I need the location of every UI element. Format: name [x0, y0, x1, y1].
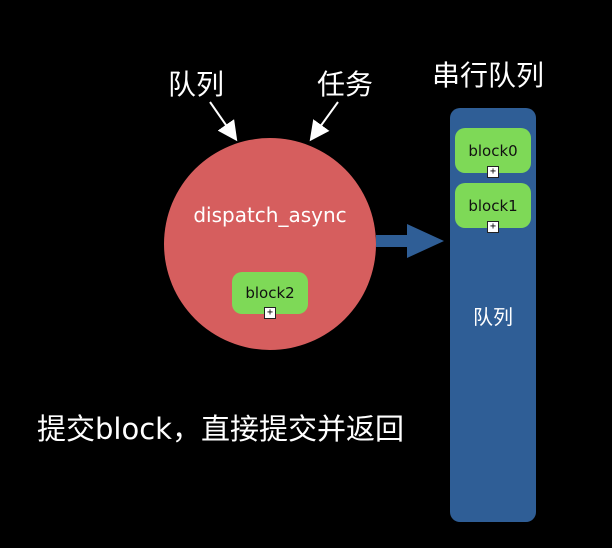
block2-label: block2	[245, 284, 295, 302]
serial-queue-label: 串行队列	[432, 59, 545, 92]
block0-label: block0	[468, 141, 518, 160]
task-label: 任务	[317, 68, 374, 101]
dispatch-async-circle: dispatch_async block2 +	[164, 138, 376, 350]
plus-box-icon[interactable]: +	[487, 221, 499, 233]
plus-box-icon[interactable]: +	[264, 307, 276, 319]
submit-arrow	[376, 224, 444, 258]
serial-queue-column: block0 + block1 + 队列	[450, 108, 536, 522]
caption: 提交block，直接提交并返回	[37, 412, 404, 446]
queue-column-label: 队列	[473, 305, 513, 329]
dispatch-async-title: dispatch_async	[193, 203, 347, 227]
queue-label: 队列	[168, 68, 225, 101]
queue-pointer-arrow	[209, 101, 238, 142]
block1-label: block1	[468, 196, 518, 215]
block2[interactable]: block2 +	[232, 272, 308, 319]
block1[interactable]: block1 +	[455, 183, 531, 233]
task-pointer-arrow	[309, 101, 339, 142]
block0[interactable]: block0 +	[455, 128, 531, 178]
plus-box-icon[interactable]: +	[487, 166, 499, 178]
